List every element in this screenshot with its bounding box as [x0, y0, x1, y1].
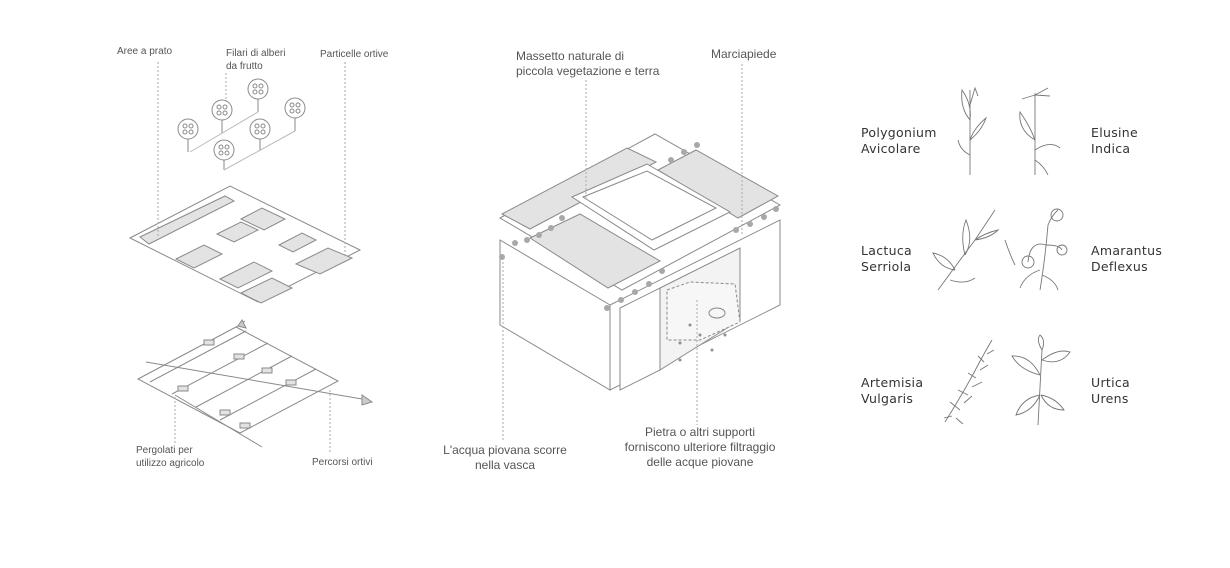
- label-artemisia: Artemisia Vulgaris: [861, 375, 924, 406]
- tree-icon-2: [211, 99, 233, 133]
- label-plots: Particelle ortive: [320, 49, 389, 60]
- label-elusine: Elusine Indica: [1091, 125, 1138, 156]
- label-stone-filter: Pietra o altri supporti forniscono ulter…: [624, 425, 776, 469]
- label-sidewalk: Marciapiede: [711, 47, 777, 61]
- tree-icon-1: [177, 118, 199, 152]
- label-lactuca: Lactuca Serriola: [861, 243, 912, 274]
- plant-elusine-icon: [1019, 87, 1061, 176]
- tree-icon-3: [247, 78, 269, 112]
- left-leaders: [157, 62, 346, 453]
- label-paths: Percorsi ortivi: [312, 457, 373, 468]
- plant-polygonium-icon: [957, 86, 987, 175]
- plant-urtica-icon: [1011, 334, 1071, 426]
- label-rainwater: L'acqua piovana scorre nella vasca: [443, 443, 567, 472]
- tree-icon-6: [213, 139, 235, 170]
- tree-icon-4: [284, 97, 306, 131]
- label-urtica: Urtica Urens: [1091, 375, 1130, 406]
- plant-amarantus-icon: [1004, 208, 1068, 291]
- edge-dots: [499, 142, 779, 311]
- label-fruit-trees: Filari di alberi da frutto: [226, 48, 286, 72]
- label-polygonium: Polygonium Avicolare: [861, 125, 937, 156]
- label-pergola: Pergolati per utilizzo agricolo: [136, 445, 205, 469]
- pergola-layer: [136, 319, 374, 448]
- plant-artemisia-icon: [943, 339, 995, 425]
- middle-leaders: [502, 64, 743, 440]
- label-lawn: Aree a prato: [117, 46, 173, 57]
- label-natural-screed: Massetto naturale di piccola vegetazione…: [516, 49, 660, 78]
- label-amarantus: Amarantus Deflexus: [1091, 243, 1163, 274]
- tree-icon-5: [249, 118, 271, 151]
- rain-garden-block: [498, 133, 782, 391]
- fruit-trees-row: [177, 78, 306, 171]
- plant-lactuca-icon: [932, 209, 1000, 291]
- plots-layer: [128, 185, 362, 304]
